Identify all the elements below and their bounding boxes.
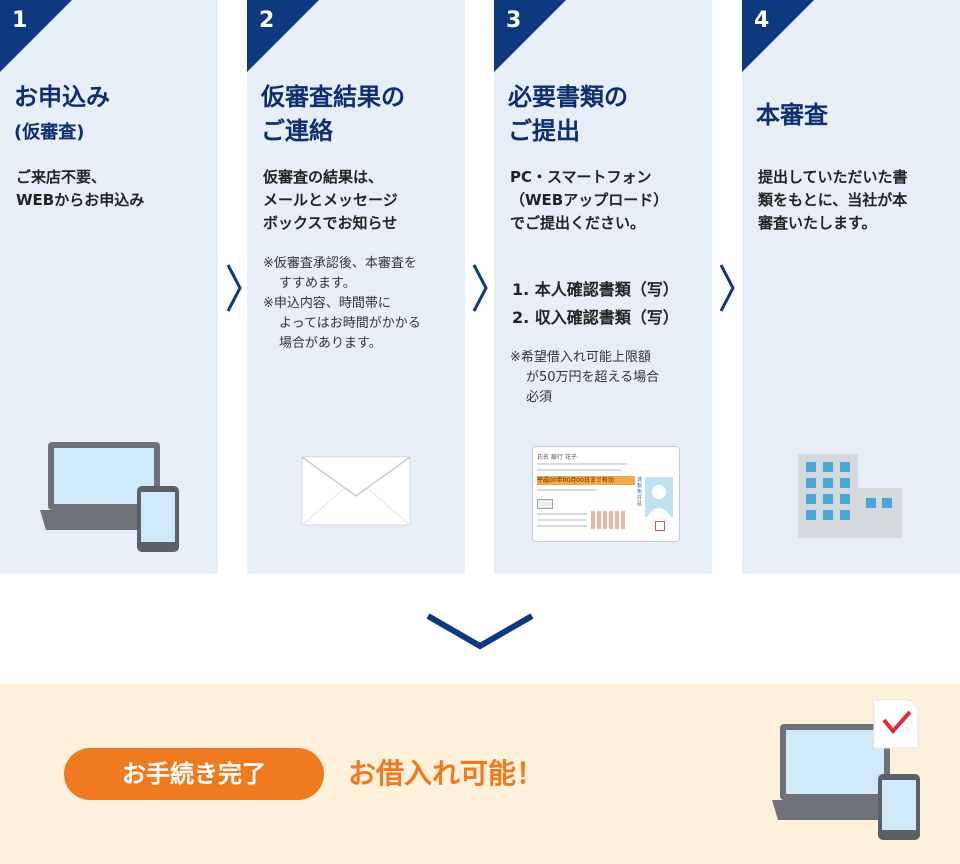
step-number-badge	[0, 0, 72, 72]
laptop-phone-icon	[40, 438, 185, 554]
chevron-right-icon	[718, 262, 736, 314]
step-description: ご来店不要、 WEBからお申込み	[16, 166, 144, 212]
step-notes: ※希望借入れ可能上限額 が50万円を超える場合 必須	[510, 348, 659, 408]
laptop-phone-check-icon	[770, 698, 930, 842]
completion-message: お借入れ可能！	[348, 752, 544, 792]
chevron-down-icon	[424, 612, 536, 652]
step-description: PC・スマートフォン （WEBアップロード） でご提出ください。	[510, 166, 668, 235]
completion-badge: お手続き完了	[64, 748, 324, 800]
step-number: 2	[259, 8, 274, 33]
step-number-badge	[494, 0, 566, 72]
id-photo-icon	[645, 477, 673, 517]
step-number: 3	[506, 8, 521, 33]
step-notes: ※仮審査承認後、本審査を すすめます。 ※申込内容、時間帯に よってはお時間がか…	[263, 254, 421, 354]
step-note: ※申込内容、時間帯に よってはお時間がかかる 場合があります。	[263, 294, 421, 354]
step-description: 仮審査の結果は、 メールとメッセージ ボックスでお知らせ	[263, 166, 398, 235]
step-2-panel: 2 仮審査結果の ご連絡 仮審査の結果は、 メールとメッセージ ボックスでお知ら…	[247, 0, 465, 574]
step-number-badge	[742, 0, 814, 72]
seal-icon	[655, 521, 665, 531]
required-documents-list: 1. 本人確認書類（写） 2. 収入確認書類（写）	[512, 276, 679, 332]
envelope-icon	[301, 456, 411, 526]
step-number: 4	[754, 8, 769, 33]
chevron-right-icon	[225, 262, 243, 314]
step-number: 1	[12, 8, 27, 33]
step-note: ※希望借入れ可能上限額 が50万円を超える場合 必須	[510, 348, 659, 408]
chevron-right-icon	[471, 262, 489, 314]
step-4-panel: 4 本審査 提出していただいた書 類をもとに、当社が本 審査いたします。	[742, 0, 960, 574]
step-title: 必要書類の ご提出	[508, 80, 628, 148]
license-side-label: 運転免許証	[637, 477, 643, 511]
step-description: 提出していただいた書 類をもとに、当社が本 審査いたします。	[758, 166, 908, 235]
step-title: お申込み	[14, 80, 110, 114]
document-item: 1. 本人確認書類（写）	[512, 276, 679, 304]
office-building-icon	[796, 452, 908, 538]
step-note: ※仮審査承認後、本審査を すすめます。	[263, 254, 421, 294]
license-expiry-band: 平成00年00月00日まで有効	[537, 476, 635, 485]
step-number-badge	[247, 0, 319, 72]
license-name-row: 氏名 銀行 花子	[537, 452, 577, 461]
step-title: 本審査	[756, 98, 828, 132]
step-title: 仮審査結果の ご連絡	[261, 80, 405, 148]
step-subtitle: (仮審査)	[14, 118, 84, 144]
drivers-license-icon: 氏名 銀行 花子 平成00年00月00日まで有効 運転免許証	[532, 446, 680, 542]
step-3-panel: 3 必要書類の ご提出 PC・スマートフォン （WEBアップロード） でご提出く…	[494, 0, 712, 574]
document-item: 2. 収入確認書類（写）	[512, 304, 679, 332]
step-1-panel: 1 お申込み (仮審査) ご来店不要、 WEBからお申込み	[0, 0, 218, 574]
